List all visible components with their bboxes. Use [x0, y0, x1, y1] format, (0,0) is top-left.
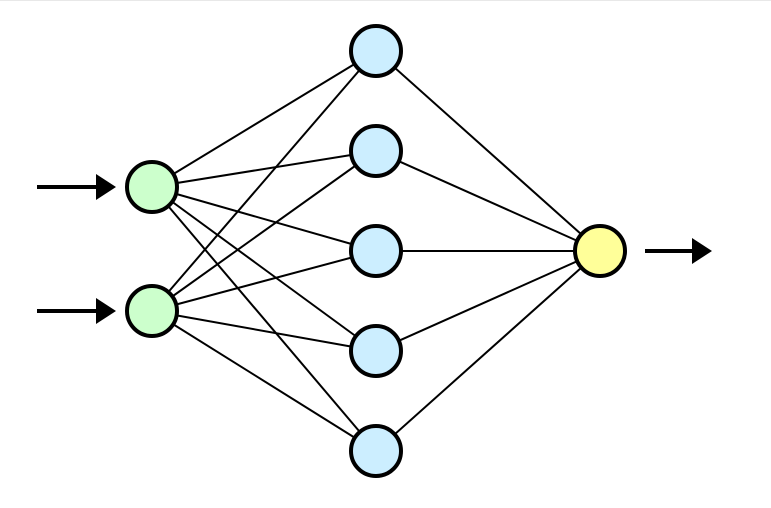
input-arrow-1-head-icon: [96, 174, 116, 200]
output-arrow-1: [645, 238, 712, 264]
edges-group: [151, 50, 601, 452]
edge-i2-to-h1: [151, 50, 377, 312]
output-arrow-1-head-icon: [692, 238, 712, 264]
nodes-group: [125, 24, 627, 478]
edge-i1-to-h5: [151, 186, 377, 452]
edge-i2-to-h5: [151, 310, 377, 452]
input-arrow-2: [37, 298, 116, 324]
edge-i2-to-h2: [151, 150, 377, 312]
edge-i2-to-h4: [151, 310, 377, 352]
edge-i1-to-h3: [151, 186, 377, 252]
input-node-1[interactable]: [125, 160, 179, 214]
output-node-1[interactable]: [573, 224, 627, 278]
edge-i1-to-h4: [151, 186, 377, 352]
edge-h4-to-o1: [375, 250, 601, 352]
edge-h5-to-o1: [375, 250, 601, 452]
input-arrow-1: [37, 174, 116, 200]
io-arrows-group: [37, 174, 712, 324]
edge-h1-to-o1: [375, 50, 601, 252]
input-node-2[interactable]: [125, 284, 179, 338]
hidden-node-1[interactable]: [349, 24, 403, 78]
edge-h2-to-o1: [375, 150, 601, 252]
hidden-node-3[interactable]: [349, 224, 403, 278]
hidden-node-5[interactable]: [349, 424, 403, 478]
edge-i1-to-h2: [151, 150, 377, 188]
edge-i1-to-h1: [151, 50, 377, 188]
edge-i2-to-h3: [151, 250, 377, 312]
hidden-node-2[interactable]: [349, 124, 403, 178]
hidden-node-4[interactable]: [349, 324, 403, 378]
input-arrow-2-head-icon: [96, 298, 116, 324]
